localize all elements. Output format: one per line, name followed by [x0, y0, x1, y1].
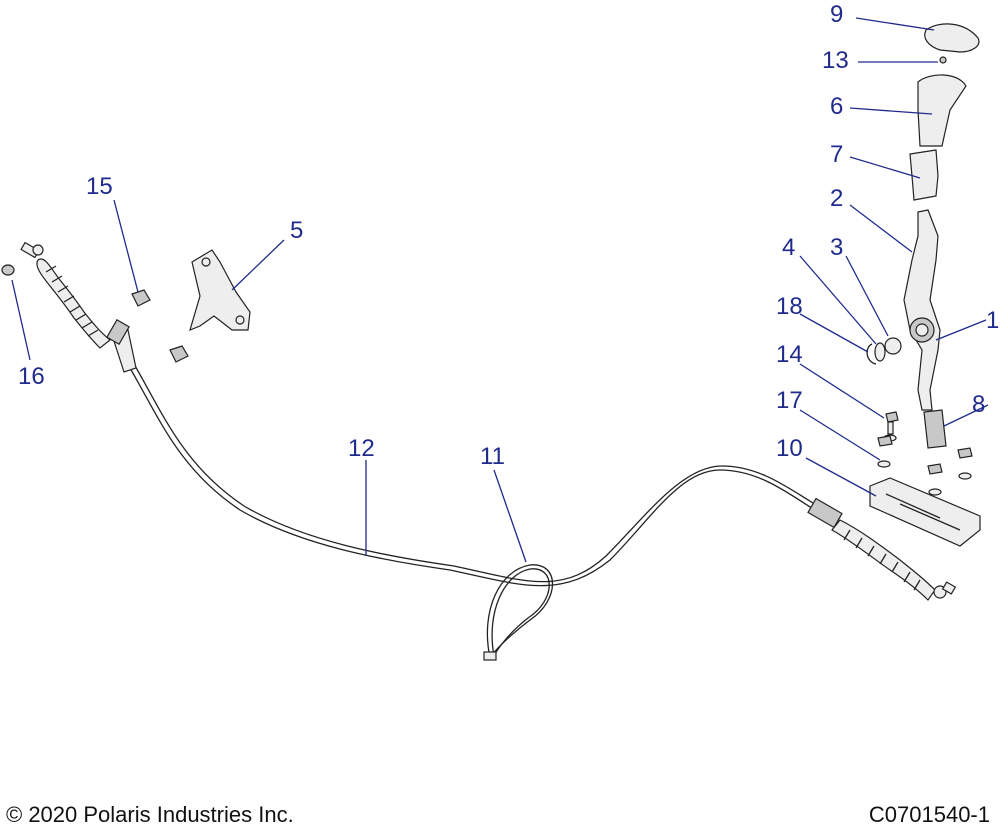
cable-tie: [483, 564, 553, 661]
washer-4: [874, 342, 886, 362]
nut-16: [1, 264, 15, 276]
callout-16: 16: [18, 363, 45, 390]
callout-6: 6: [830, 93, 843, 120]
callout-12: 12: [348, 435, 375, 462]
bushing-3: [884, 337, 902, 355]
callout-7: 7: [830, 141, 843, 168]
boot-7: [909, 149, 939, 201]
boot-8: [923, 409, 947, 449]
callout-3: 3: [830, 234, 843, 261]
callout-5: 5: [290, 217, 303, 244]
bracket-bolt: [131, 289, 189, 363]
callout-13: 13: [822, 47, 849, 74]
shift-knob: [917, 74, 967, 147]
callout-17: 17: [776, 387, 803, 414]
shift-knob-cap: [924, 23, 980, 53]
callout-15: 15: [86, 173, 113, 200]
bolt-17: [877, 435, 893, 468]
callout-labels: 9 13 6 7 2 4 3 18 1 14 8 17 10 5 15 16 1…: [18, 1, 999, 470]
callout-8: 8: [972, 391, 985, 418]
screw-13: [939, 56, 947, 64]
callout-11: 11: [480, 443, 505, 470]
callout-14: 14: [776, 341, 803, 368]
mount-bolts: [927, 447, 973, 496]
leader-lines: [11, 17, 989, 563]
callout-1: 1: [986, 307, 999, 334]
base-plate-10: [869, 477, 981, 547]
shift-cable: [20, 241, 957, 601]
callout-9: 9: [830, 1, 843, 28]
clip-18: [866, 343, 877, 365]
callout-18: 18: [776, 293, 803, 320]
callout-2: 2: [830, 185, 843, 212]
drawing-number: C0701540-1: [868, 802, 990, 827]
copyright-notice: © 2020 Polaris Industries Inc.: [6, 802, 294, 827]
cable-bracket: [189, 249, 251, 332]
shift-lever: [903, 209, 941, 411]
callout-10: 10: [776, 435, 803, 462]
callout-4: 4: [782, 234, 795, 261]
